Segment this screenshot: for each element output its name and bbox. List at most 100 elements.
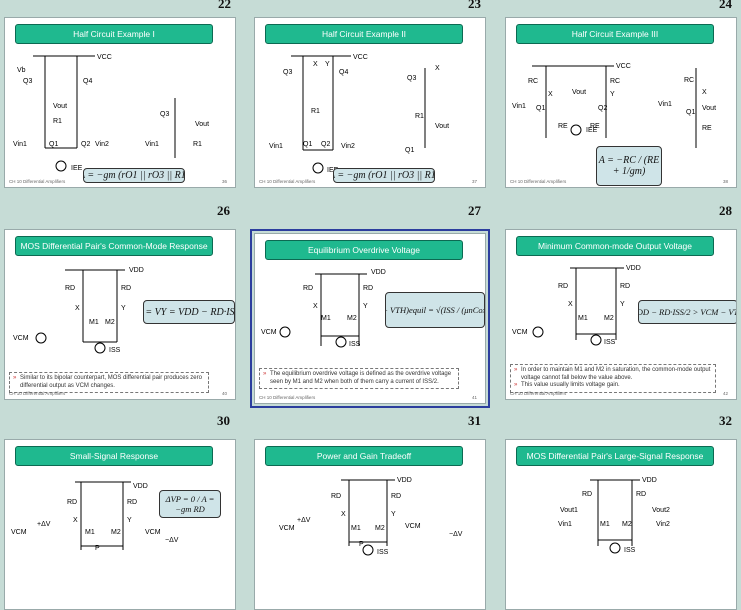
slide-title: Minimum Common-mode Output Voltage [516,236,714,256]
vcm-label: VCM [261,329,277,336]
r1-label: R1 [193,141,202,148]
rc-label: RC [528,78,538,85]
vdd-label: VDD [371,269,386,276]
slide-footer: CH 10 Differential Amplifiers [259,179,316,184]
vin2-label: Vin2 [341,143,355,150]
q1-label: Q1 [686,109,695,116]
re-label: RE [702,125,712,132]
circuit-diagram: VCC RC RC Vout X Y Vin1 Q1 Q2 RE RE IEE … [512,63,716,148]
gain-equation: A = −gm (rO1 || rO3 || R1) [83,168,185,183]
m2-label: M2 [105,319,115,326]
circuit-diagram: VCC Q3 Q4 X Y R1 Vin1 Vin2 Q1 Q2 IEE Q3 … [269,54,449,174]
note-bullet: This value usually limits voltage gain. [514,382,711,390]
min-cm-equation: VDD − RD·ISS/2 > VCM − VTH [638,300,736,324]
m2-label: M2 [347,315,357,322]
slide-thumbnail-26[interactable]: MOS Differential Pair's Common-Mode Resp… [4,229,236,400]
r1-label: R1 [53,118,62,125]
slide-title: Equilibrium Overdrive Voltage [265,240,463,260]
vout-label: Vout [702,105,716,112]
dv-label: +ΔV [37,521,51,528]
rd-label: RD [65,285,75,292]
mdv-label: −ΔV [165,537,179,544]
note-bullet: In order to maintain M1 and M2 in satura… [514,367,711,382]
slide-footer: CH 10 Differential Amplifiers [510,179,567,184]
m1-label: M1 [85,529,95,536]
common-mode-equation: VX = VY = VDD − RD·ISS/2 [143,300,235,324]
circuit-diagram: VDD RD RD Vout1 Vout2 Vin1 M1 M2 Vin2 IS… [558,477,670,554]
rc-label: RC [610,78,620,85]
rd-label: RD [67,499,77,506]
vout-label: Vout [53,103,67,110]
slide-thumbnail-32[interactable]: MOS Differential Pair's Large-Signal Res… [505,439,737,610]
x-label: X [341,511,346,518]
slide-thumbnail-31[interactable]: Power and Gain Tradeoff VDD RD RD X Y M1… [254,439,486,610]
rd-label: RD [303,285,313,292]
note-bullet: Similar to its bipolar counterpart, MOS … [13,375,204,390]
q3-label: Q3 [407,75,416,82]
slide-note: Similar to its bipolar counterpart, MOS … [9,372,209,393]
y-label: Y [127,517,132,524]
m2-label: M2 [604,315,614,322]
q1-label: Q1 [536,105,545,112]
slide-thumbnail-24[interactable]: Half Circuit Example III VCC RC RC Vout … [505,17,737,188]
slide-thumbnail-23[interactable]: Half Circuit Example II VCC Q3 Q4 X Y R1… [254,17,486,188]
vcc-label: VCC [616,63,631,70]
rd-label: RD [127,499,137,506]
m2-label: M2 [375,525,385,532]
q2-label: Q2 [598,105,607,112]
vdd-label: VDD [397,477,412,484]
m1-label: M1 [89,319,99,326]
slide-title: Small-Signal Response [15,446,213,466]
rd-label: RD [558,283,568,290]
q1-label: Q1 [303,141,312,148]
slide-page-number: 42 [722,391,728,396]
y-label: Y [121,305,126,312]
y-label: Y [363,303,368,310]
iss-label: ISS [109,347,121,354]
iss-label: ISS [349,341,361,348]
vout-label: Vout [435,123,449,130]
slide-thumbnail-22[interactable]: Half Circuit Example I VCC Vb Q3 Q4 Vout… [4,17,236,188]
vcc-label: VCC [353,54,368,61]
rd-label: RD [363,285,373,292]
slide-number: 32 [719,413,732,428]
r1-label: R1 [415,113,424,120]
vin1-label: Vin1 [269,143,283,150]
q4-label: Q4 [83,78,92,85]
m1-label: M1 [578,315,588,322]
vdd-label: VDD [129,267,144,274]
vout-label: Vout [195,121,209,128]
slide-page-number: 36 [221,179,227,184]
vin1-label: Vin1 [512,103,526,110]
iss-label: ISS [604,339,616,346]
rd-label: RD [331,493,341,500]
rc-label: RC [684,77,694,84]
q2-label: Q2 [321,141,330,148]
q4-label: Q4 [339,69,348,76]
vdd-label: VDD [642,477,657,484]
slide-number: 24 [719,0,732,11]
rd-label: RD [582,491,592,498]
slide-thumbnail-28[interactable]: Minimum Common-mode Output Voltage VDD R… [505,229,737,400]
dv-label: +ΔV [297,517,311,524]
slide-page-number: 41 [471,395,477,400]
slide-number: 31 [468,413,481,428]
q2-label: Q2 [81,141,90,148]
slide-number: 22 [218,0,231,11]
gain-equation: A = −gm (rO1 || rO3 || R1) [333,168,435,183]
vin2-label: Vin2 [95,141,109,148]
rd-label: RD [121,285,131,292]
m1-label: M1 [351,525,361,532]
m1-label: M1 [321,315,331,322]
gain-equation: A = −RC / (RE + 1/gm) [596,146,662,186]
q3-label: Q3 [283,69,292,76]
p-label: P [359,541,364,548]
slide-title: Half Circuit Example III [516,24,714,44]
y-label: Y [325,61,330,68]
vin1-label: Vin1 [13,141,27,148]
slide-thumbnail-27-selected[interactable]: Equilibrium Overdrive Voltage VDD RD RD … [250,229,490,408]
slide-thumbnail-30[interactable]: Small-Signal Response VDD RD RD X Y M1 M… [4,439,236,610]
slide-number: 30 [217,413,230,428]
x-label: X [702,89,707,96]
x-label: X [548,91,553,98]
